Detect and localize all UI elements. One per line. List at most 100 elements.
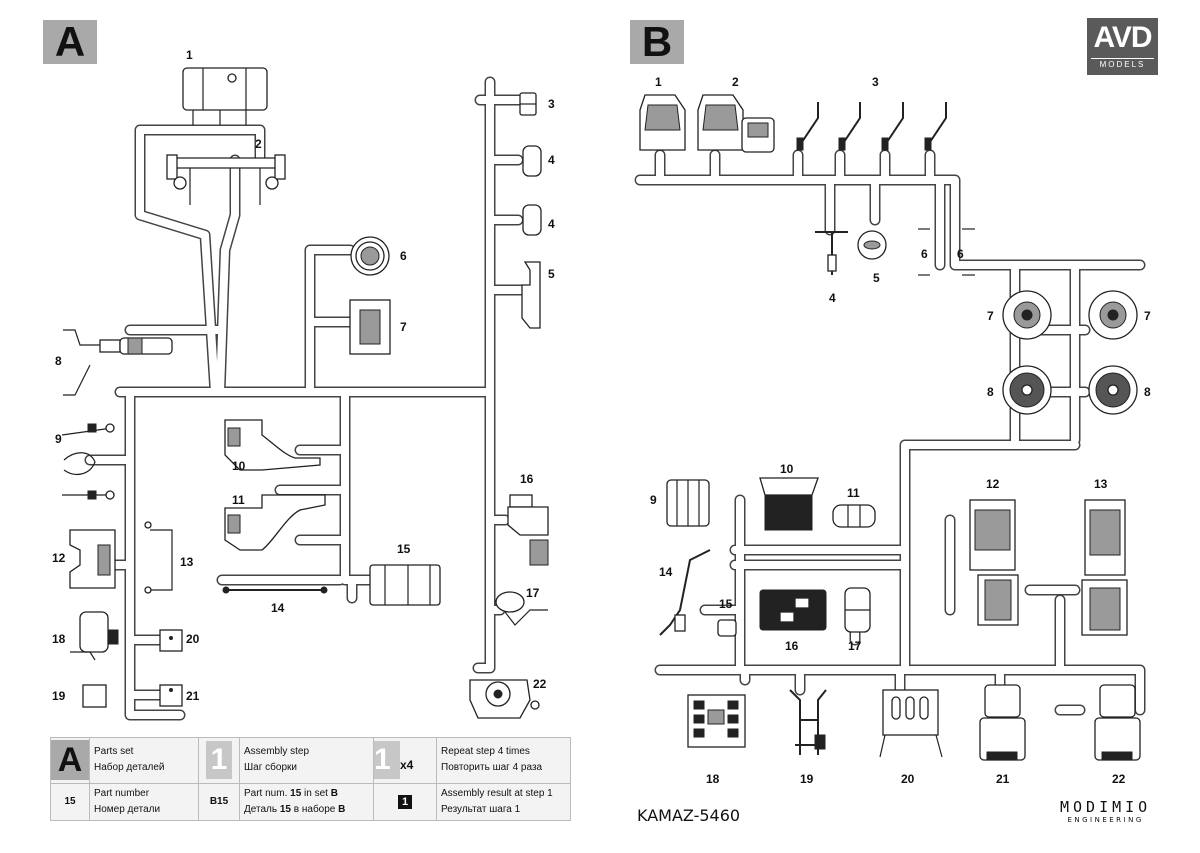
part-a3-bracket <box>519 92 537 116</box>
label-b14: 14 <box>659 565 673 579</box>
label-a1: 1 <box>186 48 193 62</box>
label-b6-right: 6 <box>957 247 964 261</box>
label-b15: 15 <box>719 597 733 611</box>
part-b12-unit <box>969 499 1019 626</box>
part-b8-wheel-left <box>1002 365 1052 415</box>
label-a7: 7 <box>400 320 407 334</box>
part-b16-block <box>759 589 827 631</box>
modimio-logo: MODIMIO ENGINEERING <box>1060 798 1151 824</box>
part-b7-wheel-right <box>1088 290 1138 340</box>
label-a18: 18 <box>52 632 66 646</box>
label-a15: 15 <box>397 542 411 556</box>
label-b9: 9 <box>650 493 657 507</box>
sprue-b-frame <box>634 149 1146 716</box>
label-b21: 21 <box>996 772 1010 786</box>
part-b10-crate <box>759 477 819 531</box>
label-b13: 13 <box>1094 477 1108 491</box>
part-a16-filter <box>507 494 549 566</box>
part-a6-wheel-hub <box>350 236 390 276</box>
legend-part-number-symbol: 15 <box>50 782 90 822</box>
part-a8-exhaust <box>63 329 173 396</box>
label-b17: 17 <box>848 639 862 653</box>
label-a4-bottom: 4 <box>548 217 555 231</box>
label-b18: 18 <box>706 772 720 786</box>
part-b15-pad <box>717 619 737 637</box>
part-b1-seat <box>639 94 686 151</box>
label-a14: 14 <box>271 601 285 615</box>
label-a20: 20 <box>186 632 200 646</box>
part-b4-column <box>815 231 848 275</box>
part-a7-grille <box>349 299 391 355</box>
label-a19: 19 <box>52 689 66 703</box>
part-a21-square <box>159 684 183 707</box>
label-a11: 11 <box>232 493 245 507</box>
part-b21-seat <box>979 684 1026 761</box>
part-a1-tank <box>182 67 268 125</box>
legend-assembly-step-symbol: 1 <box>198 737 240 784</box>
sprue-a-frame <box>84 76 534 721</box>
label-b22: 22 <box>1112 772 1126 786</box>
set-b-badge: B <box>630 20 684 64</box>
part-a9-brackets <box>61 423 115 500</box>
label-b19: 19 <box>800 772 814 786</box>
label-b3: 3 <box>872 75 879 89</box>
part-a14-rod <box>222 586 328 594</box>
part-a13-handle <box>144 521 173 594</box>
part-a15-tank-band <box>369 564 441 606</box>
avd-models-logo: AVD MODELS <box>1087 18 1158 75</box>
label-a4-top: 4 <box>548 153 555 167</box>
label-b4: 4 <box>829 291 836 305</box>
label-b7-right: 7 <box>1144 309 1151 323</box>
label-a16: 16 <box>520 472 534 486</box>
part-a17-mirror <box>495 591 548 626</box>
label-b10: 10 <box>780 462 794 476</box>
label-b16: 16 <box>785 639 799 653</box>
part-a20-square <box>159 629 183 652</box>
legend-parts-set-symbol: A <box>50 737 90 784</box>
part-b8-wheel-right <box>1088 365 1138 415</box>
legend-result-symbol: 1 <box>373 782 437 822</box>
legend-part-in-set-text: Part num. 15 in set B Деталь 15 в наборе… <box>239 782 374 822</box>
part-a4-cylinder-top <box>522 145 542 177</box>
part-a11-fender <box>224 494 326 551</box>
label-a2: 2 <box>255 137 262 151</box>
label-a22: 22 <box>533 677 547 691</box>
label-a6: 6 <box>400 249 407 263</box>
part-b20-step <box>879 689 943 758</box>
part-b3-wipers <box>796 102 947 151</box>
part-a12-plate <box>69 529 116 589</box>
label-a8: 8 <box>55 354 62 368</box>
label-a12: 12 <box>52 551 66 565</box>
label-a9: 9 <box>55 432 62 446</box>
maker-name: MODIMIO <box>1060 798 1152 816</box>
label-b1: 1 <box>655 75 662 89</box>
maker-sub: ENGINEERING <box>1067 816 1144 824</box>
label-b20: 20 <box>901 772 915 786</box>
part-a2-frame <box>166 154 286 205</box>
label-a5: 5 <box>548 267 555 281</box>
part-a19-square <box>82 684 107 708</box>
model-name: KAMAZ-5460 <box>637 806 741 825</box>
logo-name: AVD <box>1093 21 1152 54</box>
part-b7-wheel-left <box>1002 290 1052 340</box>
legend-part-in-set-symbol: B15 <box>198 782 240 822</box>
label-a10: 10 <box>232 459 246 473</box>
part-a18-horn <box>70 611 119 661</box>
part-b2-seat <box>697 94 775 153</box>
label-b8-right: 8 <box>1144 385 1151 399</box>
part-b9-battery <box>666 479 710 527</box>
part-b14-lever <box>659 549 711 636</box>
label-a3: 3 <box>548 97 555 111</box>
label-a13: 13 <box>180 555 194 569</box>
label-a21: 21 <box>186 689 200 703</box>
